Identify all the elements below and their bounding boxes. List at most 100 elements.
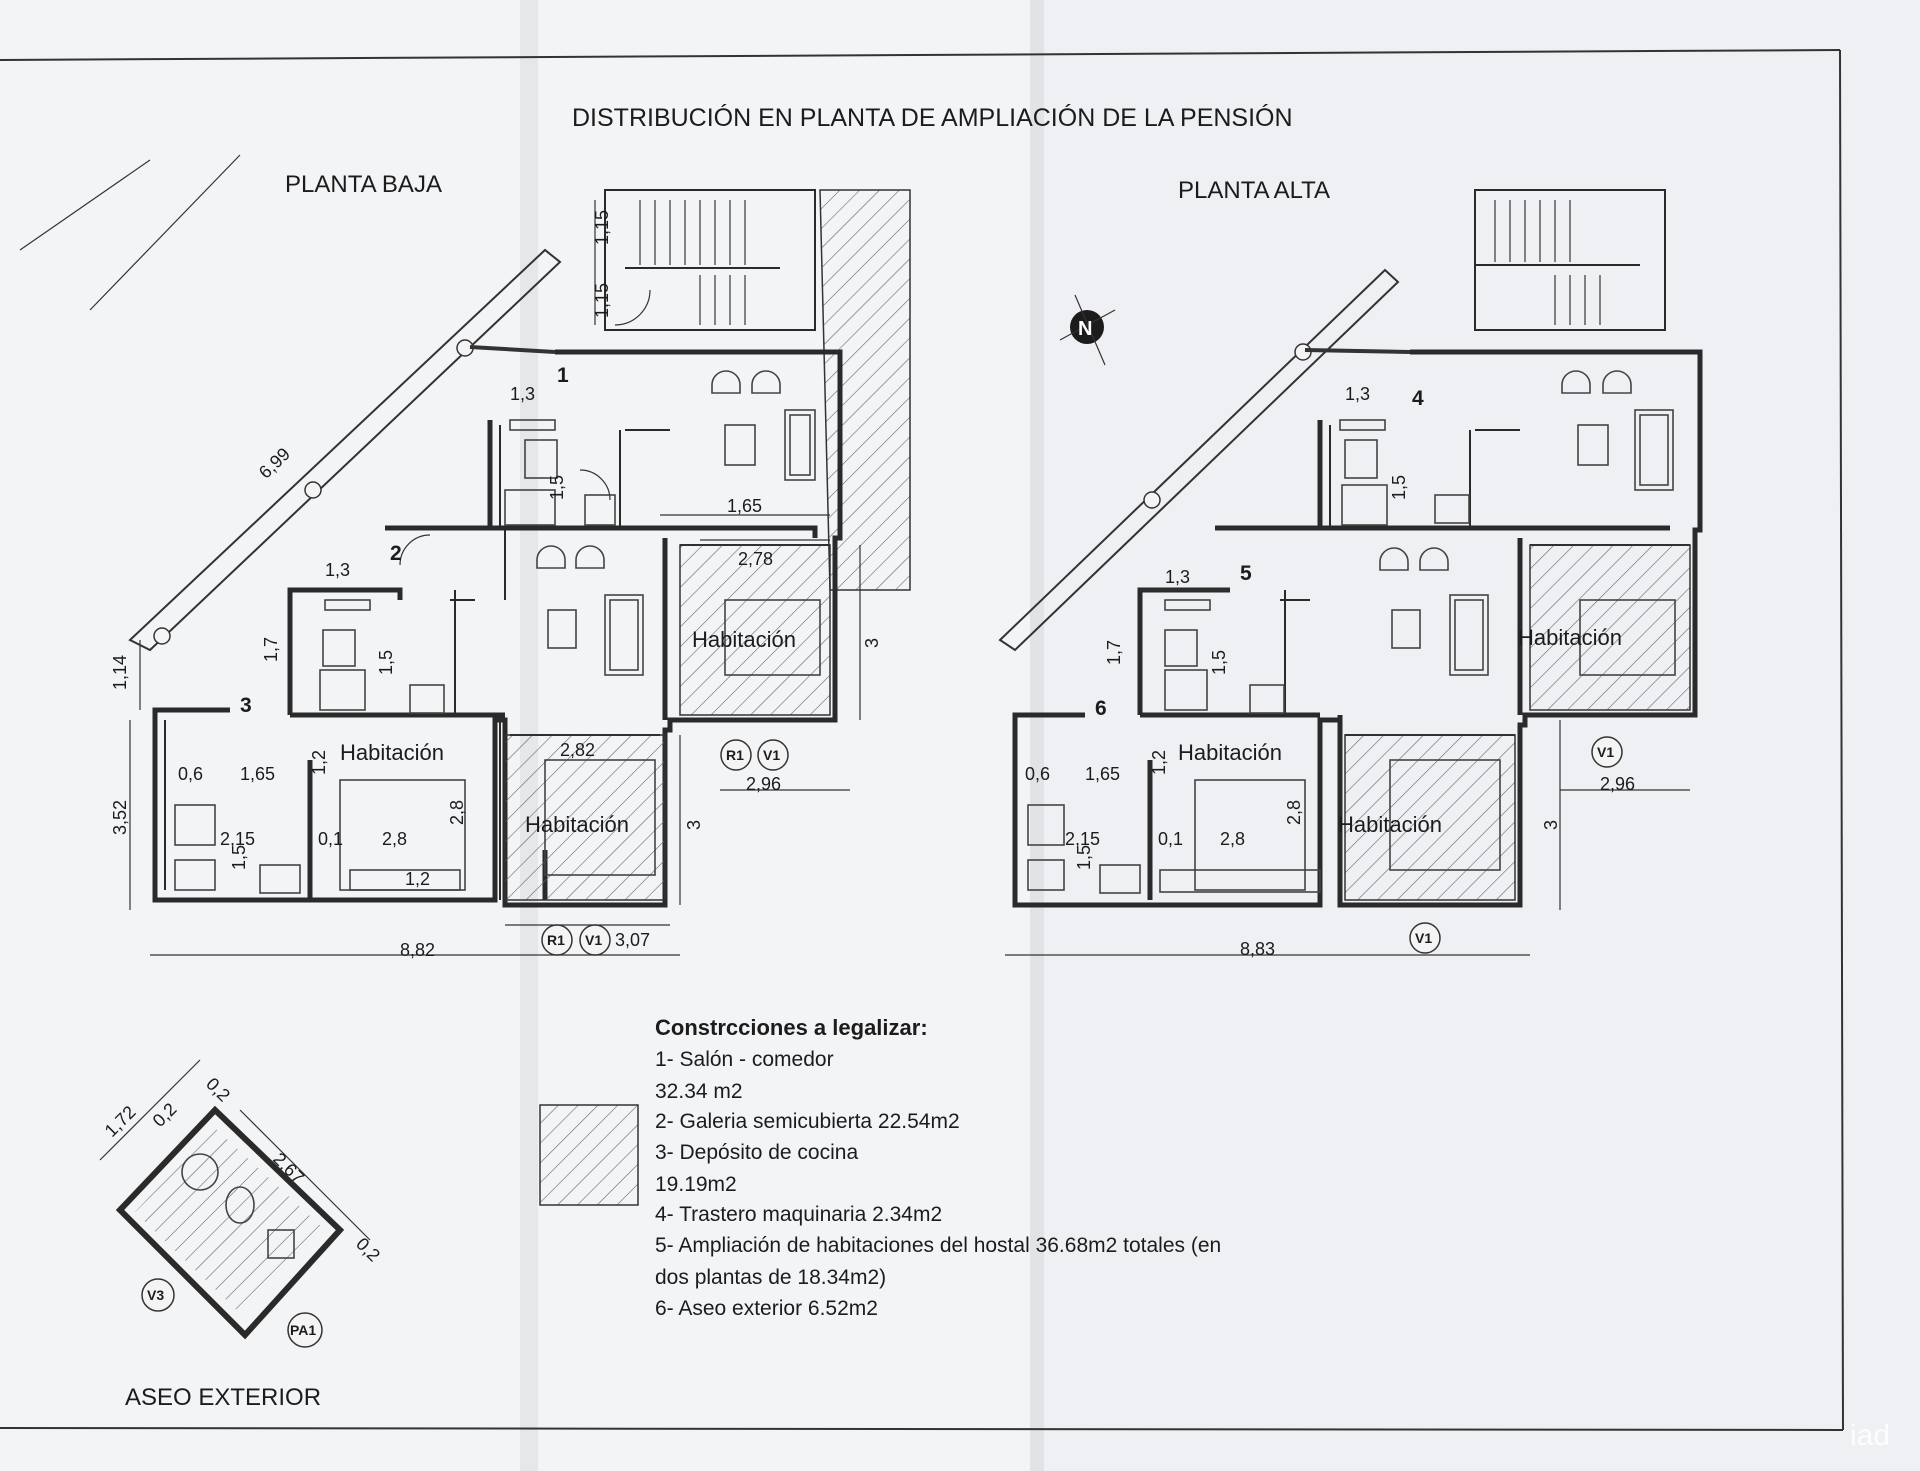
dim-2-8-a: 2,8 [382,829,407,849]
dim-3-07: 3,07 [615,930,650,950]
upper-room-hatch-1 [1529,544,1691,711]
upper-stair-block [1474,189,1666,331]
dim-1-5-c: 1,5 [229,845,249,870]
legend-line-6: 4- Trastero maquinaria 2.34m2 [655,1203,942,1226]
legend-line-1: 1- Salón - comedor [655,1048,834,1071]
area-number-5: 5 [1240,562,1252,585]
upper-dim-1-65: 1,65 [1085,764,1120,784]
upper-main-walls [1012,349,1703,908]
dim-1-3-b: 1,3 [325,560,350,580]
upper-dim-2-8-a: 2,8 [1284,800,1304,825]
room-label-habitacion-u3: Habitación [1338,812,1442,837]
dim-1-2-a: 1,2 [309,750,329,775]
dim-1-3-a: 1,3 [510,384,535,404]
dim-0-6: 0,6 [178,764,203,784]
room-hatch-habitacion-2 [504,734,666,901]
legend-line-7: 5- Ampliación de habitaciones del hostal… [655,1234,1221,1257]
room-label-habitacion-g3: Habitación [525,812,629,837]
dim-1-65-a: 1,65 [727,496,762,516]
legend-line-3: 2- Galeria semicubierta 22.54m2 [655,1110,960,1133]
upper-dim-8-83: 8,83 [1240,939,1275,959]
dim-1-15-bottom: 1,15 [592,283,612,318]
dim-1-7: 1,7 [261,637,281,662]
tag-pa1 [287,1312,323,1348]
toilet-sink [267,1229,295,1259]
toilet-wc [225,1186,255,1224]
tag-r1-ground-top [720,739,752,771]
exterior-toilet-walls [115,1105,345,1340]
room-hatch-habitacion-1 [679,544,831,716]
dim-2-15: 2,15 [220,829,255,849]
upper-dim-1-3-a: 1,3 [1345,384,1370,404]
bathroom-fixtures [174,419,616,894]
upper-room-hatch-2 [1344,734,1516,901]
legend-line-4: 3- Depósito de cocina [655,1141,858,1164]
dim-2-82: 2,82 [560,740,595,760]
gallery-edge [149,261,561,651]
agency-logo: iad [1850,1419,1890,1452]
upper-dim-3: 3 [1541,820,1561,830]
dim-2-8-b: 2,8 [447,800,467,825]
plan-title: DISTRIBUCIÓN EN PLANTA DE AMPLIACIÓN DE … [572,103,1293,132]
tag-v1-upper-top [1591,736,1623,768]
dim-2-78: 2,78 [738,549,773,569]
stair-treads [639,200,746,325]
frame-top [0,49,1841,61]
ground-floor-plan [19,154,911,956]
area-number-6: 6 [1095,697,1107,720]
upper-dimension-lines [1005,589,1690,956]
legend-line-8: dos plantas de 18.34m2) [655,1266,886,1289]
tag-v1-ground-top-label: V1 [763,747,780,763]
legend-hatch-swatch [539,1104,639,1206]
north-compass [1059,294,1116,366]
upper-dim-1-5-c: 1,5 [1074,845,1094,870]
upper-stair-treads [1494,200,1601,325]
toilet-dim-line [239,1109,371,1241]
room-label-habitacion-u2: Habitación [1178,740,1282,765]
tag-v3 [141,1278,175,1312]
upper-dim-1-7: 1,7 [1104,640,1124,665]
dim-1-14: 1,14 [110,655,130,690]
ground-inner-walls [287,420,818,900]
floor-label-ground: PLANTA BAJA [285,171,442,198]
salon-furniture [536,370,816,676]
upper-dim-1-5-a: 1,5 [1389,475,1409,500]
legend-line-5: 19.19m2 [655,1173,737,1196]
upper-top-wall [1304,348,1411,354]
legend-line-9: 6- Aseo exterior 6.52m2 [655,1297,878,1320]
tag-v3-label: V3 [147,1287,164,1303]
upper-dim-2-15: 2,15 [1065,829,1100,849]
upper-furniture [1027,370,1676,894]
compass-letter: N [1078,318,1092,340]
tag-v1-upper-bottom [1409,922,1441,954]
frame-bottom [0,1427,1844,1431]
tag-v1-upper-top-label: V1 [1597,744,1614,760]
upper-dim-2-96: 2,96 [1600,774,1635,794]
paper-fold-right [1030,0,1044,1471]
dim-1-5-b: 1,5 [376,650,396,675]
upper-gallery-column [1143,491,1161,509]
upper-dim-1-2: 1,2 [1149,750,1169,775]
tag-v1-ground-bottom [579,924,611,956]
gallery-column [153,627,171,645]
frame-right [1839,49,1844,1431]
gallery-column [304,481,322,499]
upper-dim-1-3-b: 1,3 [1165,567,1190,587]
legend-line-2: 32.34 m2 [655,1080,743,1103]
dim-3-a: 3 [862,638,882,648]
tag-r1-ground-bottom [541,924,573,956]
room-label-habitacion-g1: Habitación [692,627,796,652]
gallery-top-wall [469,345,556,354]
tag-r1-ground-bottom-label: R1 [547,932,565,948]
exterior-toilet-plan [99,1059,371,1340]
dim-2-96-ground: 2,96 [746,774,781,794]
upper-dim-1-5-b: 1,5 [1209,650,1229,675]
tag-r1-ground-top-label: R1 [726,747,744,763]
upper-dim-0-1: 0,1 [1158,829,1183,849]
tag-v1-ground-bottom-label: V1 [585,932,602,948]
ground-dimension-lines [129,200,861,956]
dim-3-52: 3,52 [110,800,130,835]
area-number-1: 1 [557,364,569,387]
area-number-2: 2 [390,542,402,565]
